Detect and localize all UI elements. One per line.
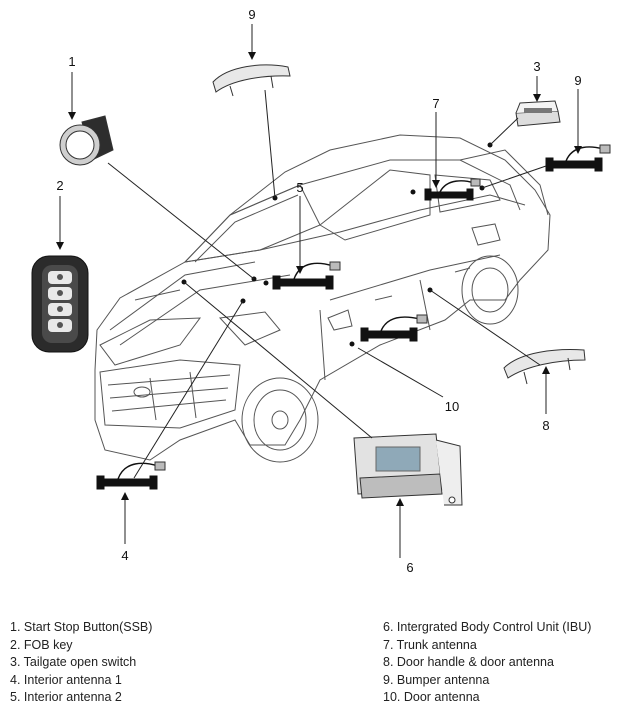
callout-numbers: 1 2 3 4 5 6 7 8 9 10 9 xyxy=(56,7,581,575)
legend-item-2: 2. FOB key xyxy=(10,637,73,652)
legend-item-9: 9. Bumper antenna xyxy=(383,672,490,687)
legend-item-1: 1. Start Stop Button(SSB) xyxy=(10,620,153,634)
callout-4: 4 xyxy=(121,548,128,563)
tailgate-switch-illustration xyxy=(515,100,561,127)
legend-left-column: 1. Start Stop Button(SSB) 2. FOB key 3. … xyxy=(10,619,152,707)
legend-item-5: 5. Interior antenna 2 xyxy=(10,690,122,705)
callout-9-handle: 9 xyxy=(248,7,255,22)
legend-item-10: 10. Door antenna xyxy=(383,690,480,705)
legend-item-3: 3. Tailgate open switch xyxy=(10,655,137,670)
ibu-module-illustration xyxy=(353,433,463,506)
callout-2: 2 xyxy=(56,178,63,193)
leader-lines xyxy=(56,24,582,558)
callout-3: 3 xyxy=(533,59,540,74)
legend-item-8: 8. Door handle & door antenna xyxy=(383,655,554,670)
legend-right-column: 6. Intergrated Body Control Unit (IBU) 7… xyxy=(383,619,591,707)
legend-item-4: 4. Interior antenna 1 xyxy=(10,672,122,687)
fob-key-illustration xyxy=(31,255,89,353)
callout-7: 7 xyxy=(432,96,439,111)
callout-6: 6 xyxy=(406,560,413,575)
callout-8: 8 xyxy=(542,418,549,433)
legend-item-7: 7. Trunk antenna xyxy=(383,637,477,652)
antenna-bars xyxy=(96,144,611,490)
callout-9-bumper: 9 xyxy=(574,73,581,88)
legend-item-6: 6. Intergrated Body Control Unit (IBU) xyxy=(383,620,592,634)
component-location-diagram: 1 2 3 4 5 6 7 8 9 10 9 xyxy=(31,7,611,575)
location-dots xyxy=(181,142,493,347)
car-illustration xyxy=(94,134,551,463)
door-handle-illustrations xyxy=(212,64,586,385)
callout-10: 10 xyxy=(445,399,459,414)
start-stop-button-illustration xyxy=(59,115,114,166)
callout-1: 1 xyxy=(68,54,75,69)
callout-5: 5 xyxy=(296,180,303,195)
